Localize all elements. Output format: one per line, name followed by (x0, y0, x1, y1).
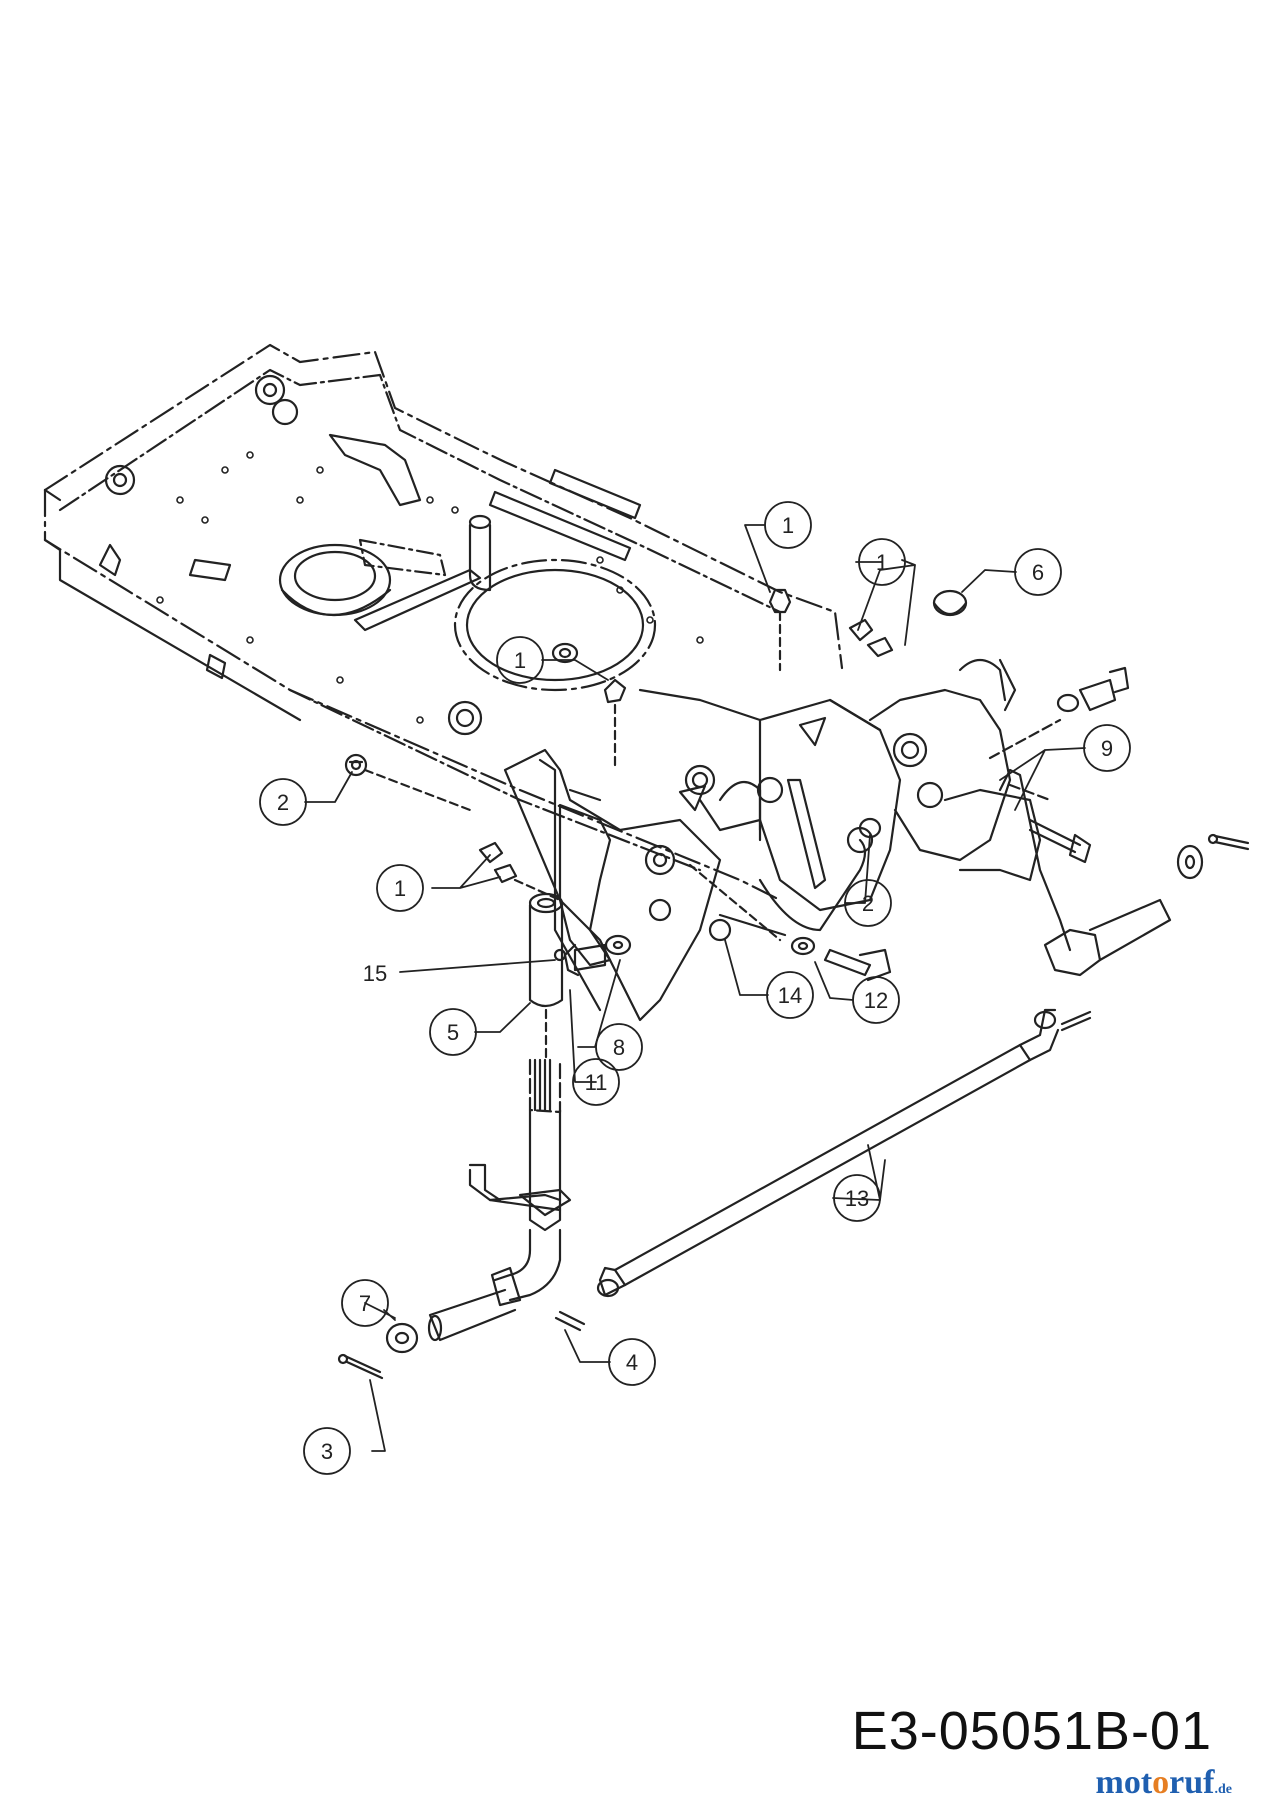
brand-tld: .de (1214, 1782, 1233, 1797)
left-steering-assembly (337, 788, 632, 1380)
brand-part-1: mot (1095, 1764, 1153, 1801)
callout-1-center: 1 (514, 648, 526, 673)
callout-8: 8 (613, 1035, 625, 1060)
callout-5: 5 (447, 1020, 459, 1045)
callout-labels: 1 1 1 1 2 2 3 4 5 6 7 8 9 11 12 13 14 15 (277, 513, 1113, 1464)
callout-7: 7 (359, 1291, 371, 1316)
callout-6: 6 (1032, 560, 1044, 585)
drawing-code: E3-05051B-01 (851, 1701, 1212, 1761)
brand-logo[interactable]: motoruf.de (1096, 1764, 1232, 1802)
axle-bracket-assembly (503, 658, 1017, 1022)
label-15: 15 (363, 961, 387, 986)
leader-lines (304, 524, 1086, 1452)
brand-part-2: o (1152, 1764, 1170, 1801)
callout-2-right: 2 (862, 891, 874, 916)
callout-1-top: 1 (782, 513, 794, 538)
callout-14: 14 (778, 983, 802, 1008)
right-hardware (858, 589, 1250, 880)
pivot-bolt (790, 936, 892, 982)
right-spindle (943, 768, 1172, 977)
brand-part-3: ruf (1169, 1764, 1215, 1801)
callout-3: 3 (321, 1439, 333, 1464)
callout-12: 12 (864, 988, 888, 1013)
chassis-frame (43, 343, 844, 902)
callout-1-top-right: 1 (876, 550, 888, 575)
callout-13: 13 (845, 1186, 869, 1211)
callout-9: 9 (1101, 736, 1113, 761)
callout-11: 11 (585, 1070, 608, 1095)
callout-4: 4 (626, 1350, 638, 1375)
callout-1-left: 1 (394, 876, 406, 901)
callout-2-left: 2 (277, 790, 289, 815)
top-bolts (344, 588, 894, 1062)
tie-rod (554, 1008, 1092, 1332)
callout-circles (259, 501, 1131, 1475)
